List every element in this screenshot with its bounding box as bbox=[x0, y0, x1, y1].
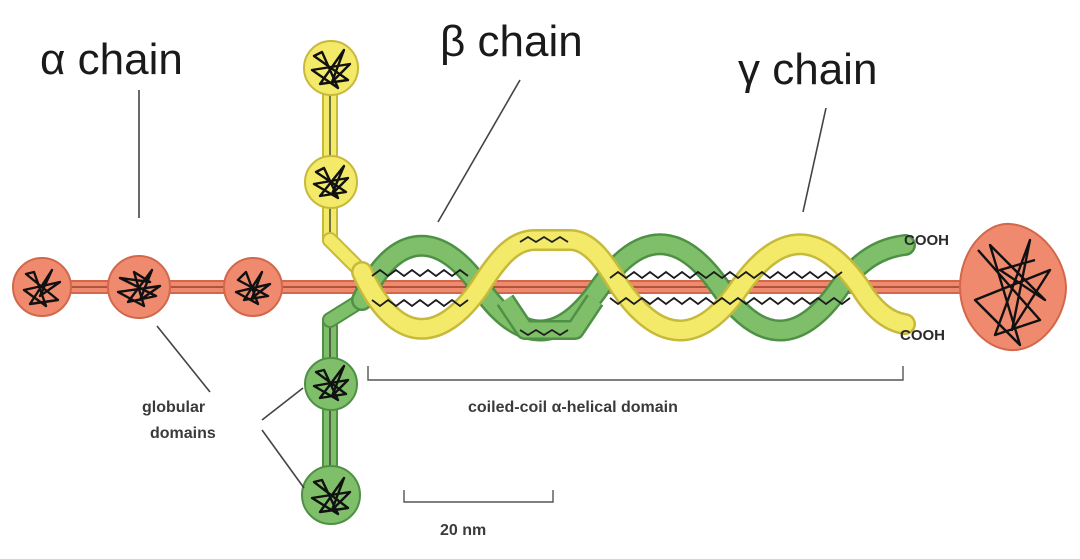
coiled-coil-bracket bbox=[367, 366, 904, 381]
cooh-bottom-label: COOH bbox=[900, 327, 945, 344]
gamma-chain bbox=[303, 40, 370, 280]
scale-label: 20 nm bbox=[440, 522, 486, 539]
scale-bar bbox=[403, 490, 554, 503]
globular-label-line1: globular bbox=[142, 399, 205, 416]
cooh-top-label: COOH bbox=[904, 232, 949, 249]
beta-chain-label: β chain bbox=[440, 17, 583, 66]
coiled-coil-domain bbox=[351, 229, 916, 342]
globular-leader-2 bbox=[261, 387, 304, 421]
globular-leader-3 bbox=[261, 429, 305, 489]
gamma-leader bbox=[802, 107, 827, 213]
beta-chain bbox=[301, 292, 370, 525]
coiled-coil-label: coiled-coil α-helical domain bbox=[468, 399, 678, 416]
gamma-chain-label: γ chain bbox=[738, 45, 877, 94]
globular-label-line2: domains bbox=[150, 425, 216, 442]
globular-leader-1 bbox=[156, 325, 211, 393]
beta-leader bbox=[437, 79, 521, 223]
alpha-chain-label: α chain bbox=[40, 35, 183, 84]
